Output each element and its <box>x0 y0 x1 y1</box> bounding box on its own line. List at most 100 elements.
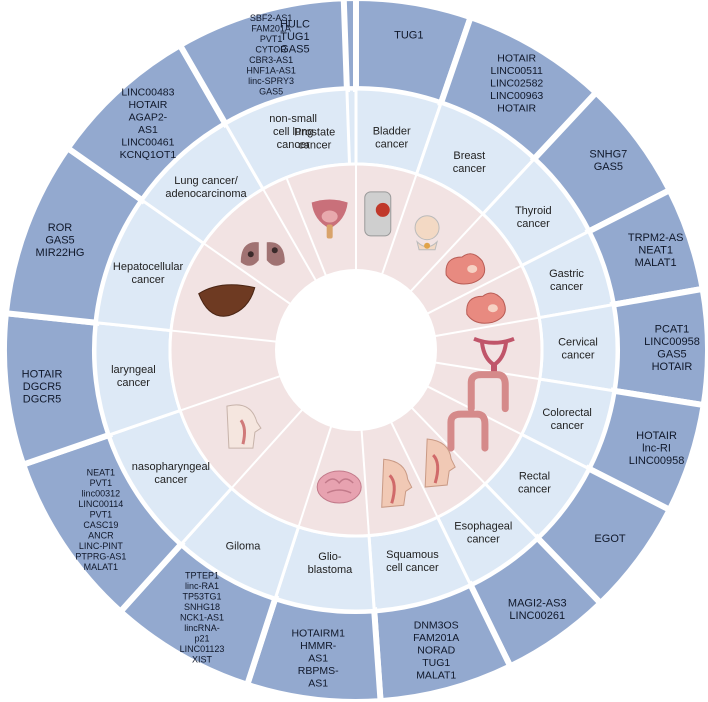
cancer-label-line: cancer <box>453 163 486 175</box>
gene-name: LINC00114 <box>78 499 123 509</box>
cancer-label: Giloma <box>226 541 262 553</box>
cancer-label-line: Squamous <box>386 549 439 561</box>
cancer-label-line: Glio- <box>318 551 342 563</box>
inner-divider <box>203 242 292 305</box>
cancer-label-line: Breast <box>453 150 485 162</box>
inner-divider <box>170 329 277 343</box>
cancer-label-line: blastoma <box>308 564 354 576</box>
center-hole <box>275 269 437 431</box>
gene-list: EGOT <box>594 533 625 545</box>
cancer-label-line: cancer <box>517 218 550 230</box>
gene-name: RBPMS- <box>298 665 339 677</box>
gene-name: AS1 <box>138 124 158 136</box>
gene-name: SBF2-AS1 <box>250 13 293 23</box>
inner-divider <box>179 375 281 412</box>
cancer-label-line: cancer <box>132 274 165 286</box>
gene-name: HOTAIR <box>652 361 693 373</box>
gene-name: HULC <box>280 18 310 30</box>
inner-divider <box>360 429 370 536</box>
gene-name: TRPM2-AS <box>628 232 684 244</box>
bladder-icon <box>364 191 392 237</box>
gene-name: MALAT1 <box>416 669 456 681</box>
cancer-label-line: non-small <box>269 113 317 125</box>
gene-name: PVT1 <box>90 510 113 520</box>
rectum-icon <box>447 410 489 452</box>
gene-list: TUG1 <box>394 29 423 41</box>
gene-name: MAGI2-AS3 <box>508 598 567 610</box>
gene-name: KCNQ1OT1 <box>120 149 177 161</box>
cancer-label-line: cancer <box>518 484 551 496</box>
inner-divider <box>381 173 418 275</box>
gene-name: LINC-PINT <box>79 541 124 551</box>
gene-name: GAS5 <box>657 348 686 360</box>
inner-divider <box>426 385 523 436</box>
gene-name: LINC00261 <box>509 610 565 622</box>
gene-name: FAM201A <box>251 24 291 34</box>
cancer-label: Glio-blastoma <box>308 551 354 576</box>
cancer-label-line: Esophageal <box>454 520 512 532</box>
cancer-label-line: cancer <box>561 350 594 362</box>
gene-name: SNHG7 <box>589 149 627 161</box>
gene-name: GAS5 <box>259 87 283 97</box>
inner-divider <box>262 188 317 282</box>
gene-name: HMMR- <box>300 640 337 652</box>
gene-name: ROR <box>48 222 73 234</box>
cancer-label-line: cancer <box>117 377 150 389</box>
cancer-label-line: Cervical <box>558 337 598 349</box>
cancer-label-line: cell lung <box>273 126 313 138</box>
gene-name: MALAT1 <box>84 562 118 572</box>
cancer-label-line: cancer <box>375 138 408 150</box>
gene-name: NORAD <box>417 644 455 656</box>
gene-name: linc-SPRY3 <box>248 76 294 86</box>
gene-name: GAS5 <box>280 43 309 55</box>
gene-name: HNF1A-AS1 <box>246 66 296 76</box>
gene-name: PVT1 <box>90 478 113 488</box>
gene-name: LINC00958 <box>629 455 685 467</box>
gene-name: PCAT1 <box>655 323 690 335</box>
cancer-label-line: nasopharyngeal <box>132 461 210 473</box>
gene-name: HOTAIR <box>497 53 536 65</box>
inner-divider <box>426 264 523 315</box>
gene-name: TUG1 <box>422 657 450 669</box>
uterus-icon <box>473 336 515 373</box>
gene-name: SNHG18 <box>184 602 220 612</box>
gene-name: HOTAIRM1 <box>291 628 345 640</box>
gene-name: NCK1-AS1 <box>180 613 224 623</box>
inner-divider <box>285 177 327 277</box>
brain-icon <box>316 470 362 504</box>
prostate-icon <box>311 199 348 239</box>
gene-name: FAM201A <box>413 632 459 644</box>
gene-name: GAS5 <box>45 234 74 246</box>
gene-name: linc-RA1 <box>185 581 219 591</box>
head-squamous-icon <box>381 458 413 508</box>
cancer-label-line: Colorectal <box>542 407 592 419</box>
cancer-label-line: cancer <box>550 281 583 293</box>
gene-name: TUG1 <box>280 31 309 43</box>
gene-name: MALAT1 <box>635 257 677 269</box>
head-nasopharynx-icon <box>226 404 262 449</box>
gene-name: lincRNA- <box>184 623 220 633</box>
gene-name: TUG1 <box>394 29 423 41</box>
gene-name: CYTOR <box>255 45 287 55</box>
gene-name: DGCR5 <box>23 381 62 393</box>
gene-name: LINC00483 <box>121 87 174 99</box>
gene-name: CASC19 <box>83 520 118 530</box>
gene-name: AS1 <box>308 678 328 690</box>
inner-divider <box>297 425 333 528</box>
